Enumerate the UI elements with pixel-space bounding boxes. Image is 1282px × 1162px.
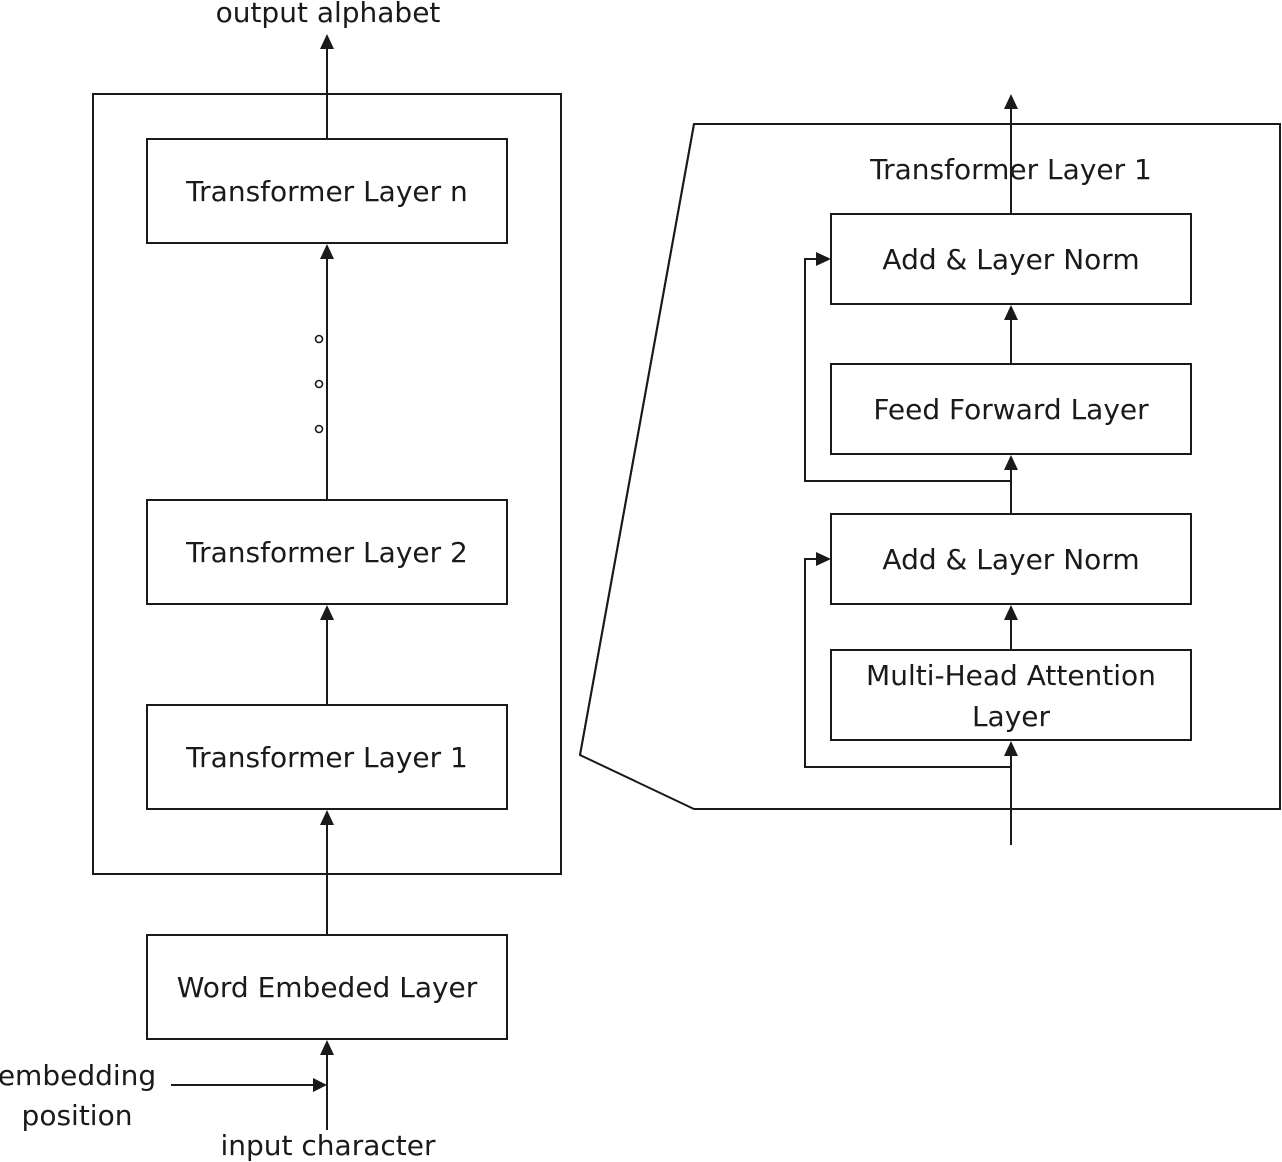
ff-to-addnorm-arrowhead [1004, 305, 1018, 320]
feed-forward-box [830, 363, 1192, 455]
residual-lower-arrowhead [816, 552, 831, 566]
embed-to-layer1-arrowhead [320, 810, 334, 825]
mha-to-addnorm-arrowhead [1004, 605, 1018, 620]
output-label: output alphabet [216, 0, 441, 29]
input-arrowhead [320, 1040, 334, 1055]
addnorm-to-ff-arrowhead [1004, 455, 1018, 470]
embedding-label: embedding [0, 1059, 156, 1092]
residual-connection-upper [804, 258, 1011, 482]
add-norm-bottom-box [830, 513, 1192, 605]
word-embed-layer-label: Word Embeded Layer [177, 971, 478, 1004]
residual-connection-lower [804, 558, 1011, 768]
add-norm-top-label: Add & Layer Norm [882, 243, 1139, 276]
detail-title: Transformer Layer 1 [869, 153, 1152, 186]
transformer-layer-1-label: Transformer Layer 1 [185, 741, 468, 774]
layer1-to-layer2-arrowhead [320, 605, 334, 620]
layer2-to-layern-arrowhead [320, 244, 334, 259]
output-arrowhead [320, 34, 334, 49]
position-label: position [22, 1099, 133, 1132]
transformer-layer-n-label: Transformer Layer n [185, 175, 468, 208]
input-label: input character [220, 1129, 435, 1162]
multi-head-attention-label-line1: Multi-Head Attention [866, 659, 1156, 692]
ellipsis-dot [314, 424, 324, 434]
transformer-layer-n-box [146, 138, 508, 244]
detail-output-arrowhead [1004, 94, 1018, 109]
add-norm-bottom-label: Add & Layer Norm [882, 543, 1139, 576]
ellipsis-dot [314, 379, 324, 389]
embedding-position-arrowhead [313, 1078, 327, 1092]
multi-head-attention-label-line2: Layer [972, 700, 1051, 733]
residual-upper-arrowhead [816, 252, 831, 266]
transformer-layer-2-label: Transformer Layer 2 [185, 536, 468, 569]
detail-panel-edge [579, 123, 695, 756]
detail-input-arrowhead [1004, 741, 1018, 756]
multi-head-attention-box [830, 649, 1192, 741]
transformer-layer-1-box [146, 704, 508, 810]
feed-forward-label: Feed Forward Layer [873, 393, 1149, 426]
add-norm-top-box [830, 213, 1192, 305]
transformer-layer-2-box [146, 499, 508, 605]
word-embed-layer-box [146, 934, 508, 1040]
ellipsis-dot [314, 334, 324, 344]
